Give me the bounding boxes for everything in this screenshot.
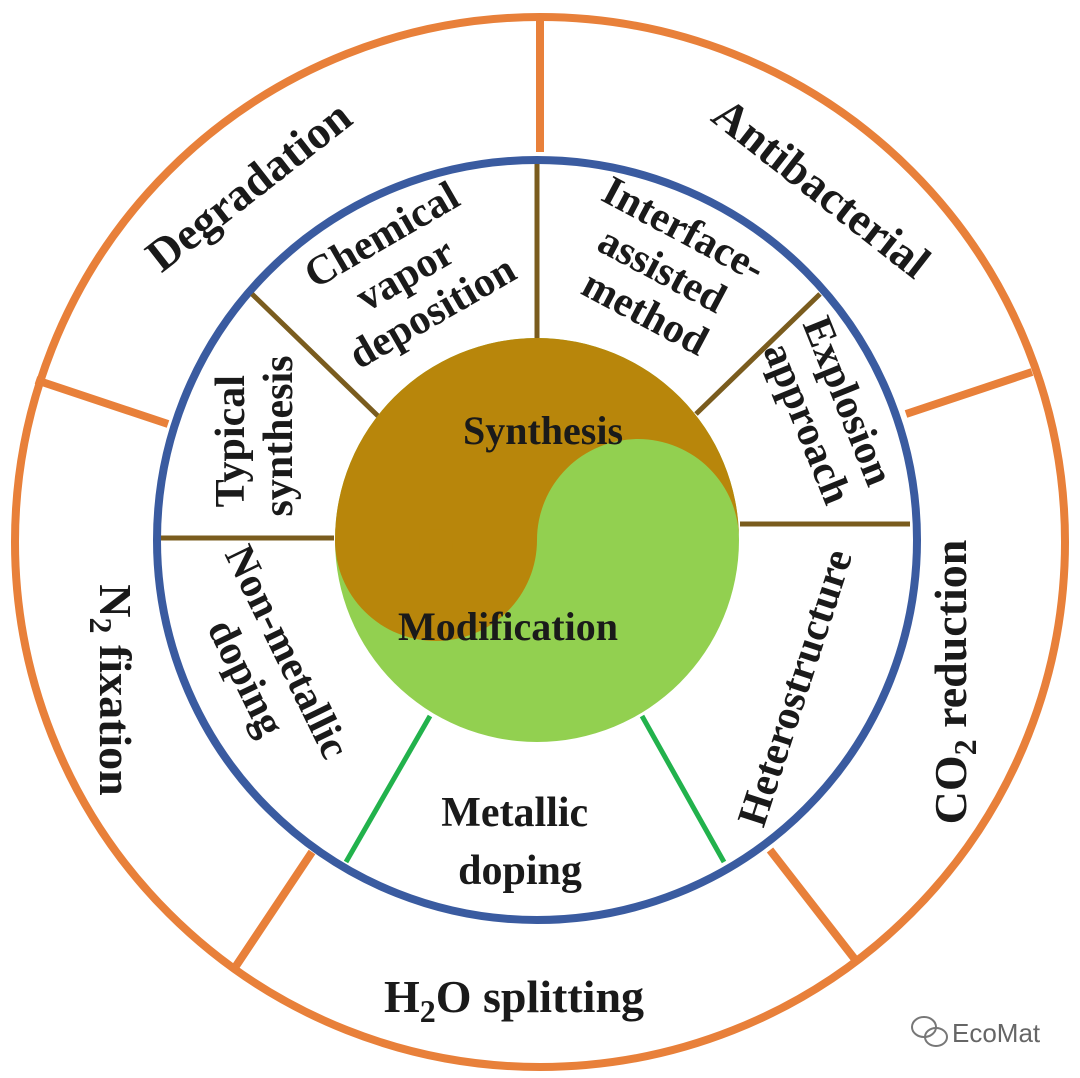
outer-label-n2-fixation: N2 fixation xyxy=(83,584,141,796)
outer-divider-lower-left xyxy=(232,849,316,969)
modification-divider-right xyxy=(639,714,727,864)
outer-label-co2-reduction: CO2 reduction xyxy=(925,540,983,825)
modification-label-metallic-doping: Metallic doping xyxy=(441,790,598,894)
yin-yang-core xyxy=(335,338,739,742)
inner-ring xyxy=(153,156,921,924)
watermark-text: EcoMat xyxy=(952,1018,1041,1048)
modification-label-heterostructure: Heterostructure xyxy=(729,544,862,832)
synthesis-divider-upper-left xyxy=(250,292,380,418)
outer-ring xyxy=(11,13,1069,1071)
modification-divider-left xyxy=(343,714,433,864)
core-modification-label: Modification xyxy=(398,604,618,649)
modification-label-non-metallic-doping: Non-metallic doping xyxy=(172,538,362,796)
synthesis-half xyxy=(335,338,739,641)
modification-dot xyxy=(419,529,453,563)
synthesis-dot xyxy=(614,510,648,544)
outer-divider-right xyxy=(904,368,1034,418)
synthesis-divider-upper-right xyxy=(694,292,822,416)
outer-divider-left xyxy=(34,376,170,428)
core-synthesis-label: Synthesis xyxy=(463,408,623,453)
outer-divider-lower-right xyxy=(766,847,861,965)
outer-label-h2o-splitting: H2O splitting xyxy=(384,971,644,1029)
wechat-icon xyxy=(911,1016,948,1047)
synthesis-label-typical-synthesis: Typical synthesis xyxy=(208,355,302,516)
watermark: EcoMat xyxy=(911,1016,1041,1048)
